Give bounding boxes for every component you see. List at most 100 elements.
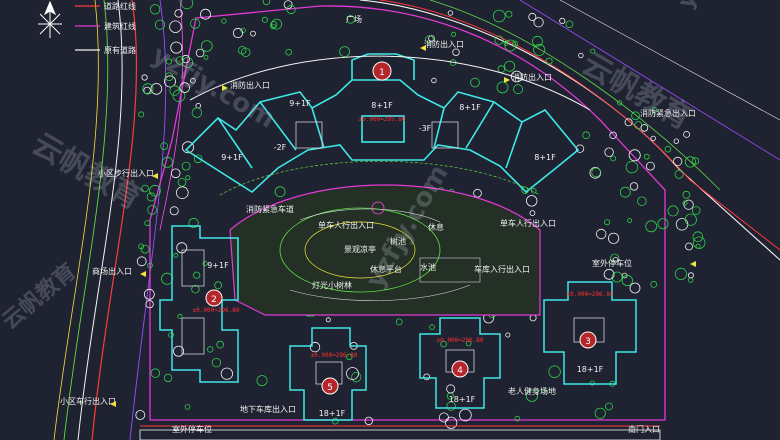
tree-symbol <box>604 147 614 157</box>
tree-symbol <box>141 184 149 193</box>
tree-symbol <box>691 206 701 215</box>
tree-symbol <box>181 141 194 154</box>
tree-symbol <box>609 131 617 139</box>
tree-symbol <box>136 256 147 267</box>
tree-symbol <box>181 54 190 64</box>
tree-symbol <box>657 218 669 230</box>
tree-symbol <box>651 107 658 113</box>
tree-symbol <box>687 277 694 283</box>
building-4-floors: 18+1F <box>449 395 476 404</box>
tree-symbol <box>191 285 200 294</box>
central-garden <box>229 184 541 316</box>
tree-symbol <box>505 10 513 18</box>
tree-symbol <box>270 21 278 29</box>
tree-symbol <box>685 242 693 251</box>
label-walk-entry-left: 小区步行出入口 <box>98 168 154 178</box>
tree-symbol <box>559 17 566 24</box>
tree-symbol <box>140 244 150 254</box>
label-fire-emergency-lane: 消防紧急车道 <box>246 204 294 214</box>
tree-symbol <box>169 85 180 96</box>
tree-symbol <box>513 84 523 95</box>
tree-symbol <box>325 317 331 323</box>
watermark-4: yzfjy.com <box>674 0 754 13</box>
tree-symbol <box>163 373 173 383</box>
tree-symbol <box>526 195 538 207</box>
building-1-elevation: ±0.000=295.80 <box>359 116 406 123</box>
watermark-6: 云帆教育 <box>0 258 81 334</box>
tree-symbol <box>431 77 437 84</box>
tree-symbol <box>438 412 449 423</box>
building-5-marker: 5 18+1F ±0.000=296.80 <box>311 352 358 418</box>
tree-symbol <box>346 367 359 380</box>
tree-symbol <box>150 368 161 378</box>
basement-label-2: -3F <box>419 124 432 133</box>
tree-symbol <box>240 27 246 34</box>
building-3-floors: 18+1F <box>577 365 604 374</box>
tree-symbol <box>496 81 509 94</box>
tree-symbol <box>169 206 179 216</box>
tree-symbol <box>604 219 611 226</box>
tree-symbol <box>504 60 516 72</box>
tree-symbol <box>674 267 688 280</box>
tree-symbol <box>667 205 679 217</box>
tree-symbol <box>182 57 194 69</box>
tree-symbol <box>191 107 203 118</box>
tree-symbol <box>154 19 166 30</box>
label-water: 水池 <box>420 262 436 272</box>
tree-symbol <box>165 58 172 65</box>
building-2-number: 2 <box>211 295 217 305</box>
building-4-number: 4 <box>457 366 463 376</box>
tree-symbol <box>529 314 537 322</box>
tree-symbol <box>190 18 201 29</box>
tree-symbol <box>346 15 355 24</box>
tree-symbol <box>138 111 145 118</box>
tree-symbol <box>173 252 179 258</box>
tree-symbol <box>664 145 672 153</box>
tree-symbol <box>180 0 194 10</box>
north-arrow-icon <box>38 0 62 38</box>
tree-symbol <box>423 373 431 381</box>
legend-existing-road: 原有道路 <box>104 45 136 55</box>
tree-symbol <box>168 332 174 338</box>
tree-symbol <box>514 415 521 422</box>
tree-symbol <box>309 341 321 353</box>
label-fitness: 老人健身场地 <box>508 386 556 396</box>
tree-symbol <box>692 231 704 243</box>
tree-symbol <box>286 4 296 15</box>
label-outdoor-parking-bottom: 室外停车位 <box>172 424 212 434</box>
tree-symbol <box>174 9 183 18</box>
tree-symbol <box>545 57 553 65</box>
tree-symbol <box>339 46 351 57</box>
tree-symbol <box>452 48 460 56</box>
tree-symbol <box>682 200 688 206</box>
tree-symbol <box>185 175 191 181</box>
tree-symbol <box>673 156 683 166</box>
tree-symbol <box>465 340 472 347</box>
tree-symbol <box>625 160 639 174</box>
tree-symbol <box>193 271 201 279</box>
label-ped-entry-center: 单车人行出入口 <box>318 220 374 230</box>
tree-symbol <box>619 186 631 198</box>
tree-symbol <box>470 77 480 88</box>
tree-symbol <box>428 35 435 42</box>
tree-symbol <box>675 218 689 231</box>
tree-symbol <box>640 124 649 132</box>
tree-symbol <box>603 268 615 280</box>
tree-symbol <box>145 300 154 309</box>
tree-symbol <box>589 380 595 386</box>
bottom-road <box>139 425 661 440</box>
tree-symbol <box>565 20 574 29</box>
tree-symbol <box>650 280 658 288</box>
tree-symbol <box>161 272 174 285</box>
tree-symbol <box>190 77 196 84</box>
building-5-elevation: ±0.000=296.80 <box>311 352 358 359</box>
basement-label-1: -2F <box>274 143 287 152</box>
tree-symbol <box>578 52 584 59</box>
tree-symbol <box>195 48 205 58</box>
tree-symbol <box>149 4 161 15</box>
tree-symbol <box>173 345 185 357</box>
arc-floors-1: 9+1F <box>289 99 311 108</box>
tree-symbol <box>395 318 403 326</box>
tree-symbol <box>634 121 643 130</box>
tree-symbol <box>175 56 185 65</box>
